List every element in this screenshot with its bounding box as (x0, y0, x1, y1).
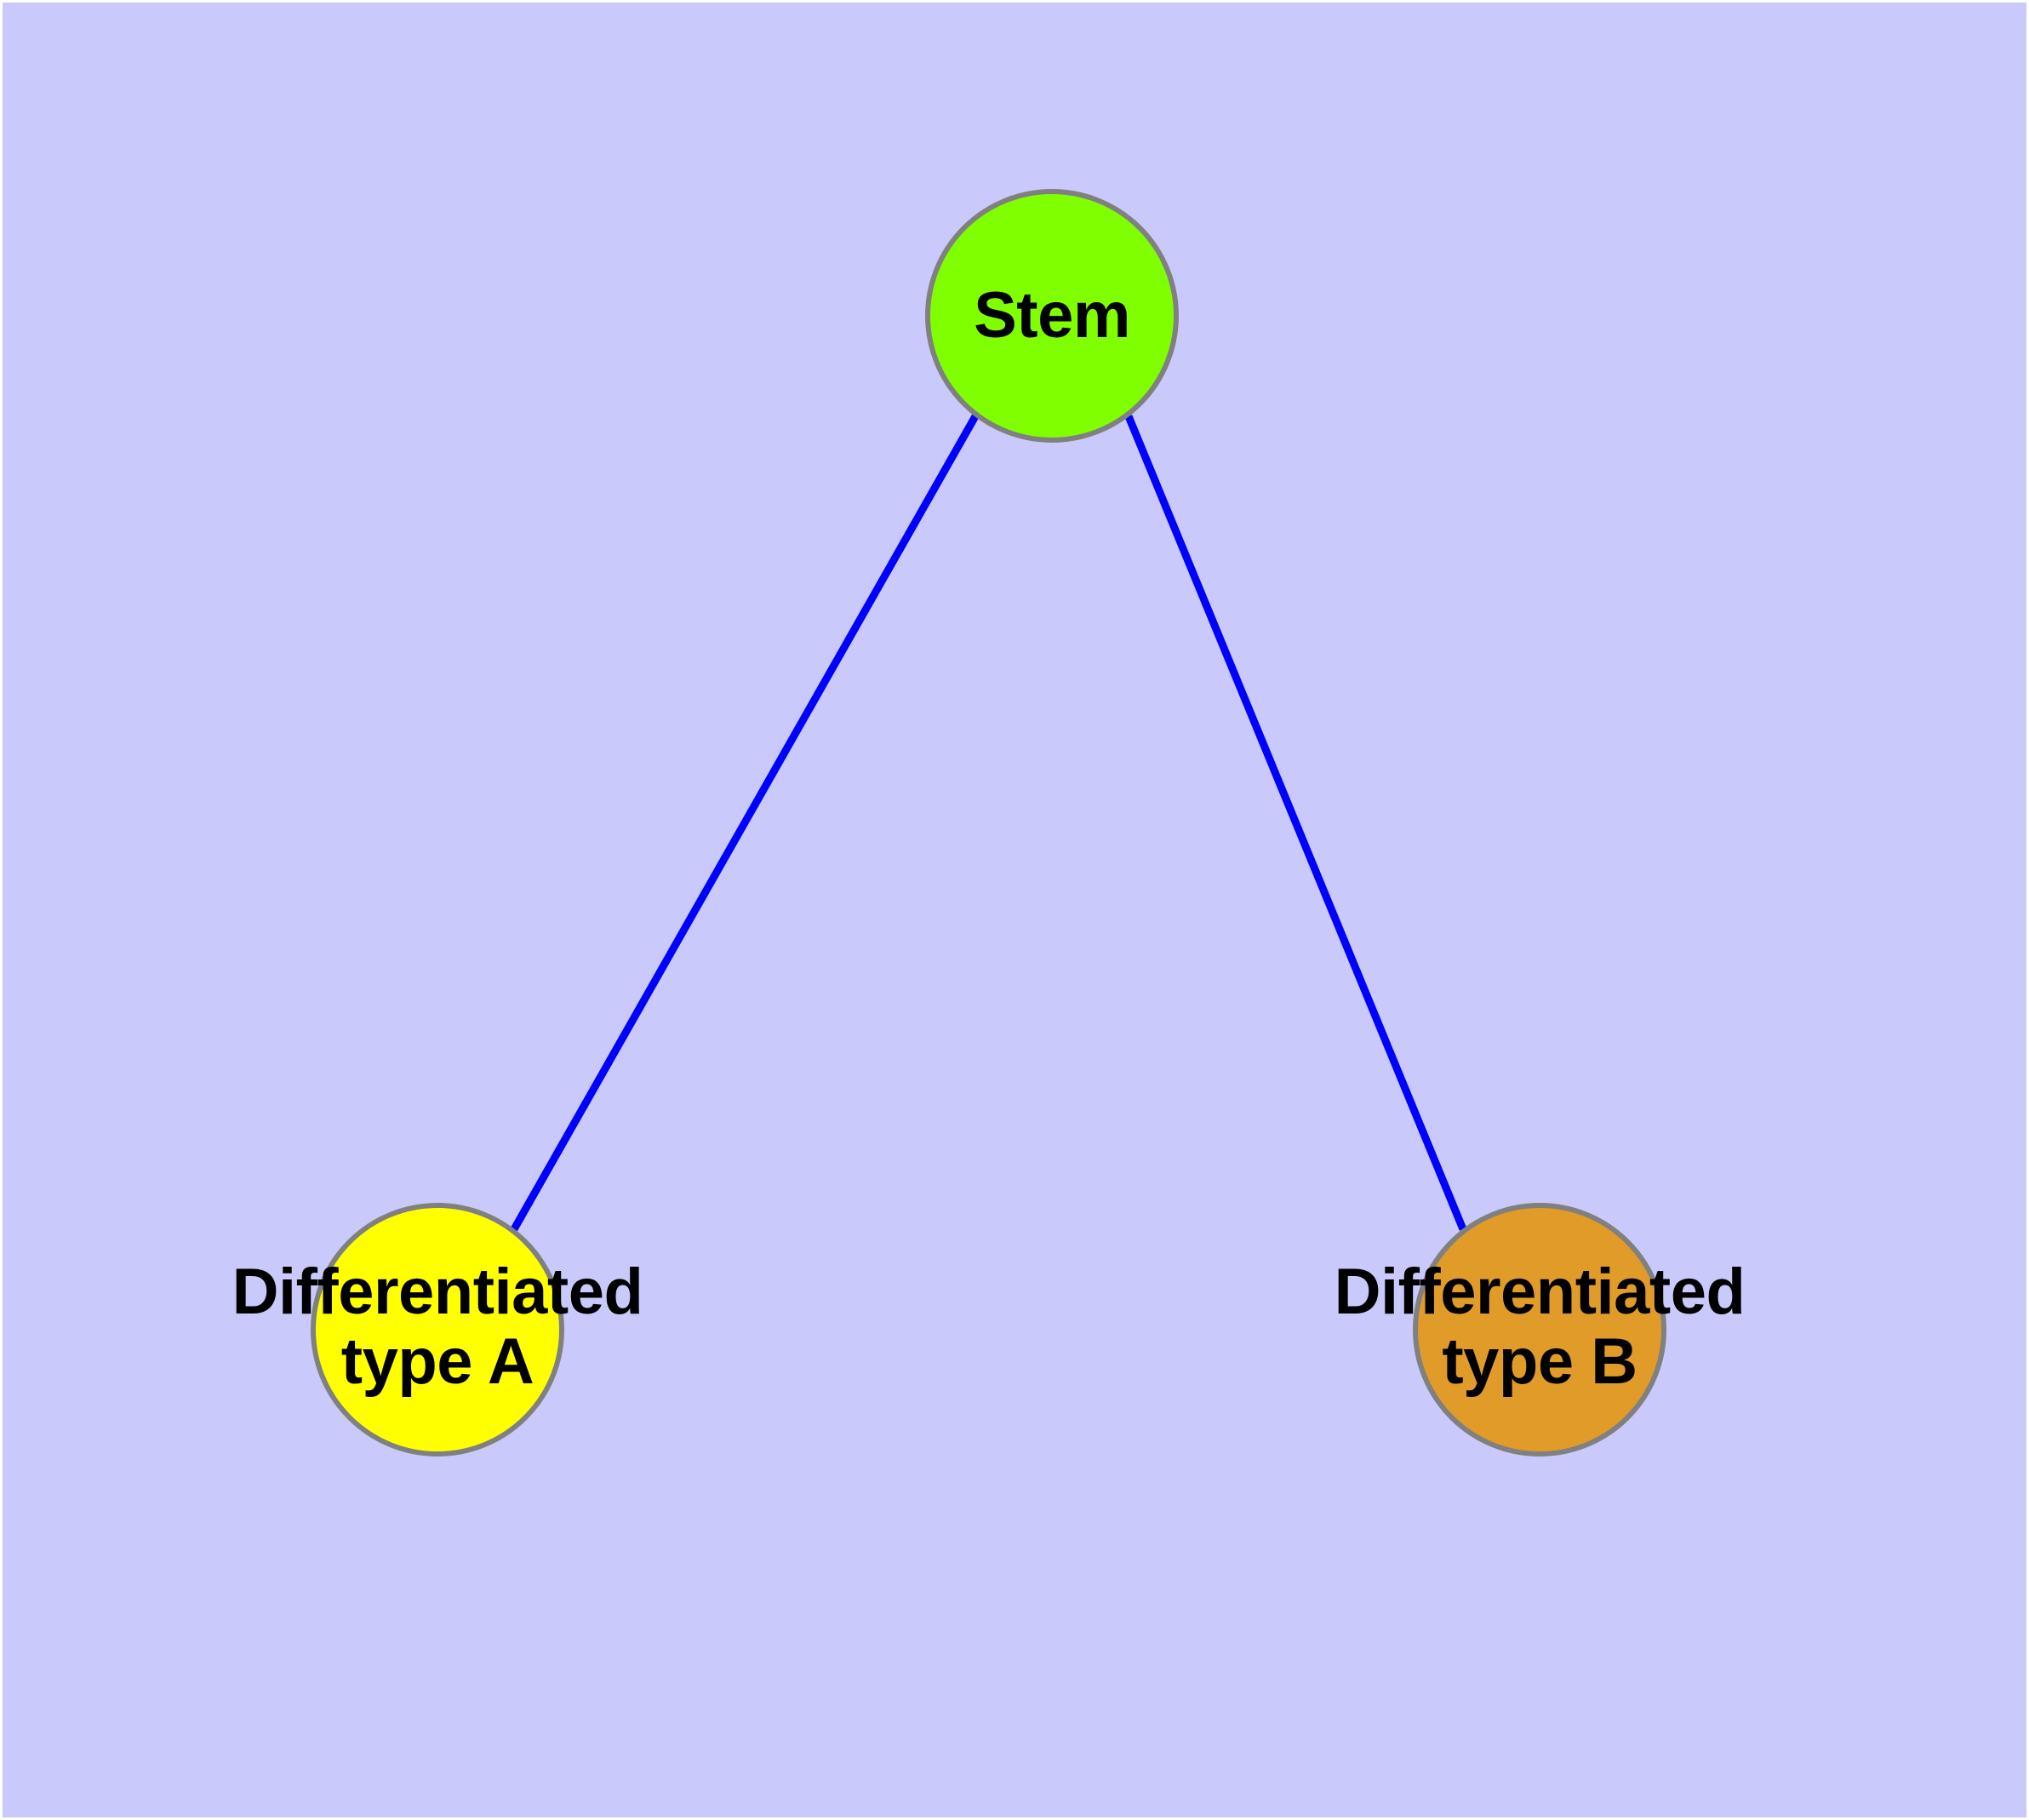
node-stem[interactable] (925, 189, 1179, 443)
edge-group (511, 414, 1467, 1232)
edge-stem-to-differentiated-type-b[interactable] (1124, 415, 1467, 1231)
node-group (311, 189, 1666, 1457)
edge-stem-to-differentiated-type-a[interactable] (511, 414, 979, 1232)
node-differentiated-type-a[interactable] (311, 1203, 564, 1457)
node-differentiated-type-b[interactable] (1413, 1203, 1666, 1457)
